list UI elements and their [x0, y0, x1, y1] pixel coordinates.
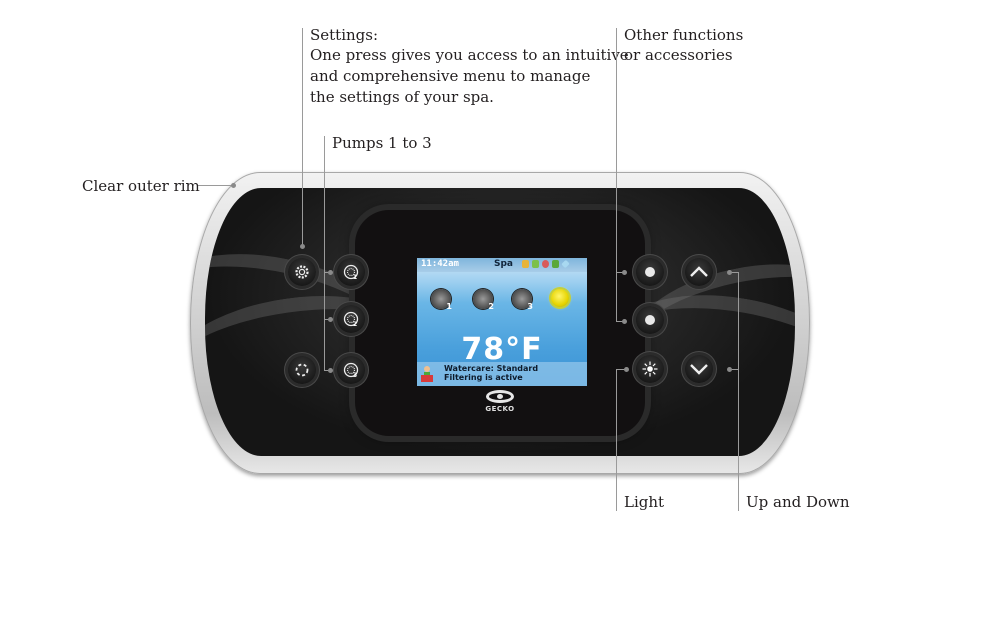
clear-rim-callout: Clear outer rim: [82, 177, 200, 195]
light-callout: Light: [624, 493, 665, 511]
settings-callout-title: Settings:: [310, 26, 379, 44]
up-leader-dot: [727, 270, 732, 275]
chevron-down-icon: [690, 364, 708, 375]
eco-icon: [552, 260, 559, 268]
filtering-status: Filtering is active: [444, 373, 523, 382]
svg-text:3: 3: [353, 372, 357, 378]
settings-callout-line-2: and comprehensive menu to manage: [310, 67, 591, 85]
pump-2-button[interactable]: 2: [337, 305, 365, 333]
mode-button[interactable]: [288, 356, 316, 384]
svg-text:2: 2: [353, 321, 357, 327]
water-temperature: 78°F: [461, 332, 543, 367]
pump-3-indicator: 3: [512, 289, 533, 311]
watercare-mode: Watercare: Standard: [444, 364, 539, 373]
light-leader-line: [616, 369, 617, 511]
aux-1-button[interactable]: [636, 258, 664, 286]
watercare-status: Watercare: Standard Filtering is active: [417, 362, 587, 386]
pump-2-indicator: 2: [473, 289, 494, 311]
down-leader-tick: [730, 369, 738, 370]
pumps-leader-tick-1: [324, 272, 330, 273]
pumps-leader-tick-3: [324, 370, 330, 371]
svg-text:1: 1: [353, 274, 357, 280]
pumps-leader-dot-2: [328, 317, 333, 322]
pump-jet-icon: 3: [343, 362, 359, 378]
pump-1-button[interactable]: 1: [337, 258, 365, 286]
display-screen: 11:42am Spa 1 2 3 78°F Watercare: Standa…: [417, 258, 587, 386]
dot-icon: [645, 315, 655, 325]
pumps-leader-dot-1: [328, 270, 333, 275]
watercare-person-icon: [421, 366, 433, 382]
other-functions-callout-line-2: or accessories: [624, 46, 733, 64]
music-icon: [532, 260, 539, 268]
light-button[interactable]: [636, 355, 664, 383]
pumps-leader-dot-3: [328, 368, 333, 373]
pumps-leader-tick-2: [324, 319, 330, 320]
down-leader-dot: [727, 367, 732, 372]
aux-2-button[interactable]: [636, 306, 664, 334]
other-functions-callout-line-1: Other functions: [624, 26, 744, 44]
rim-leader-dot: [231, 183, 236, 188]
lock-icon: [522, 260, 529, 268]
other-functions-leader-line: [616, 28, 617, 322]
diamond-icon: [561, 259, 570, 269]
rim-leader-line: [198, 185, 232, 186]
mode-label: Spa: [494, 259, 513, 269]
other-functions-dot-1: [622, 270, 627, 275]
gecko-logo: GECKO: [478, 390, 522, 413]
up-button[interactable]: [685, 258, 713, 286]
dot-icon: [645, 267, 655, 277]
brand-name: GECKO: [485, 405, 515, 413]
light-leader-tick: [616, 369, 626, 370]
pump-3-button[interactable]: 3: [337, 356, 365, 384]
pumps-callout: Pumps 1 to 3: [332, 134, 432, 152]
light-indicator: [551, 289, 569, 307]
gear-icon: [295, 265, 309, 279]
up-down-leader-line: [738, 272, 739, 511]
gecko-eye-icon: [486, 390, 514, 403]
light-burst-icon: [642, 361, 658, 377]
status-bar: 11:42am Spa: [417, 258, 587, 272]
light-leader-dot: [624, 367, 629, 372]
settings-leader-line: [302, 28, 303, 246]
settings-button[interactable]: [288, 258, 316, 286]
pump-1-indicator: 1: [431, 289, 452, 311]
cycle-arrows-icon: [295, 363, 309, 377]
other-functions-tick-2: [616, 321, 624, 322]
clock-time: 11:42am: [421, 259, 459, 269]
other-functions-tick-1: [616, 272, 624, 273]
pumps-leader-line: [324, 136, 325, 370]
other-functions-dot-2: [622, 319, 627, 324]
down-button[interactable]: [685, 355, 713, 383]
settings-callout-line-3: the settings of your spa.: [310, 88, 494, 106]
up-down-callout: Up and Down: [746, 493, 850, 511]
up-leader-tick: [730, 272, 738, 273]
pump-jet-icon: 2: [343, 311, 359, 327]
color-icon: [542, 260, 549, 268]
settings-callout-line-1: One press gives you access to an intuiti…: [310, 46, 629, 64]
pump-jet-icon: 1: [343, 264, 359, 280]
settings-leader-dot: [300, 244, 305, 249]
chevron-up-icon: [690, 266, 708, 277]
status-icons: [522, 259, 570, 269]
